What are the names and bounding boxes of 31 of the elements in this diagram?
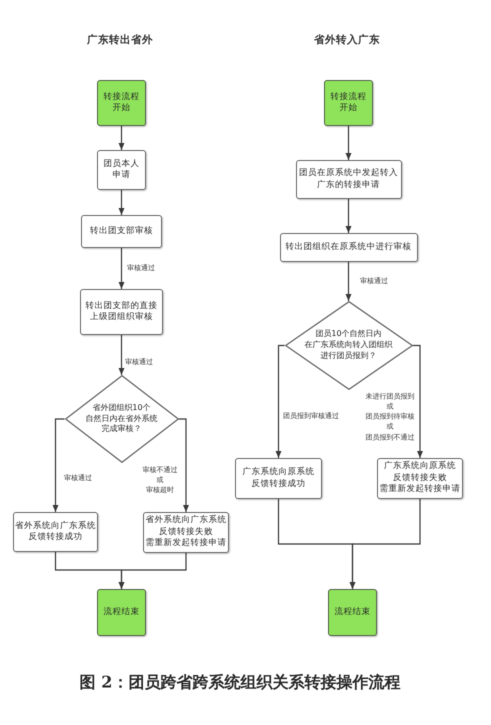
column-heading: 广东转出省外 (87, 33, 153, 47)
end-box: 流程结束 (328, 589, 377, 636)
process-box: 省外系统向广东系统反馈转接成功 (13, 512, 98, 552)
process-box: 团员在原系统中发起转入广东的转接申请 (296, 160, 402, 199)
arrow (346, 262, 352, 301)
process-box: 广东系统向原系统反馈转接成功 (235, 458, 322, 499)
end-box: 流程结束 (97, 589, 146, 636)
process-box: 转出团支部的直接上级团组织审核 (80, 289, 163, 335)
column-heading: 省外转入广东 (314, 33, 380, 47)
process-box: 省外系统向广东系统反馈转接失败需重新发起转接申请 (143, 512, 229, 553)
start-box: 转接流程开始 (324, 80, 373, 126)
arrow (178, 418, 189, 512)
decision-diamond: 省外团组织10个自然日内在省外系统完成审核？ (64, 375, 178, 463)
arrow (346, 199, 352, 233)
arrow (118, 126, 124, 150)
arrow (52, 418, 64, 512)
decision-diamond: 团员10个自然日内在广东系统向转入团组织进行团员报到？ (284, 301, 412, 390)
arrow (350, 499, 421, 589)
arrow (118, 335, 124, 375)
arrow (346, 126, 352, 160)
arrow (276, 344, 284, 458)
arrow (412, 344, 423, 458)
arrow (118, 553, 187, 589)
arrow (118, 190, 124, 215)
arrow (118, 248, 124, 289)
figure-caption: 图 2：团员跨省跨系统组织关系转接操作流程 (80, 672, 400, 694)
process-box: 转出团组织在原系统中进行审核 (280, 233, 418, 262)
start-box: 转接流程开始 (97, 80, 146, 126)
process-box: 团员本人申请 (97, 150, 146, 190)
process-box: 广东系统向原系统反馈转接失败需重新发起转接申请 (377, 458, 463, 499)
process-box: 转出团支部审核 (81, 215, 162, 248)
